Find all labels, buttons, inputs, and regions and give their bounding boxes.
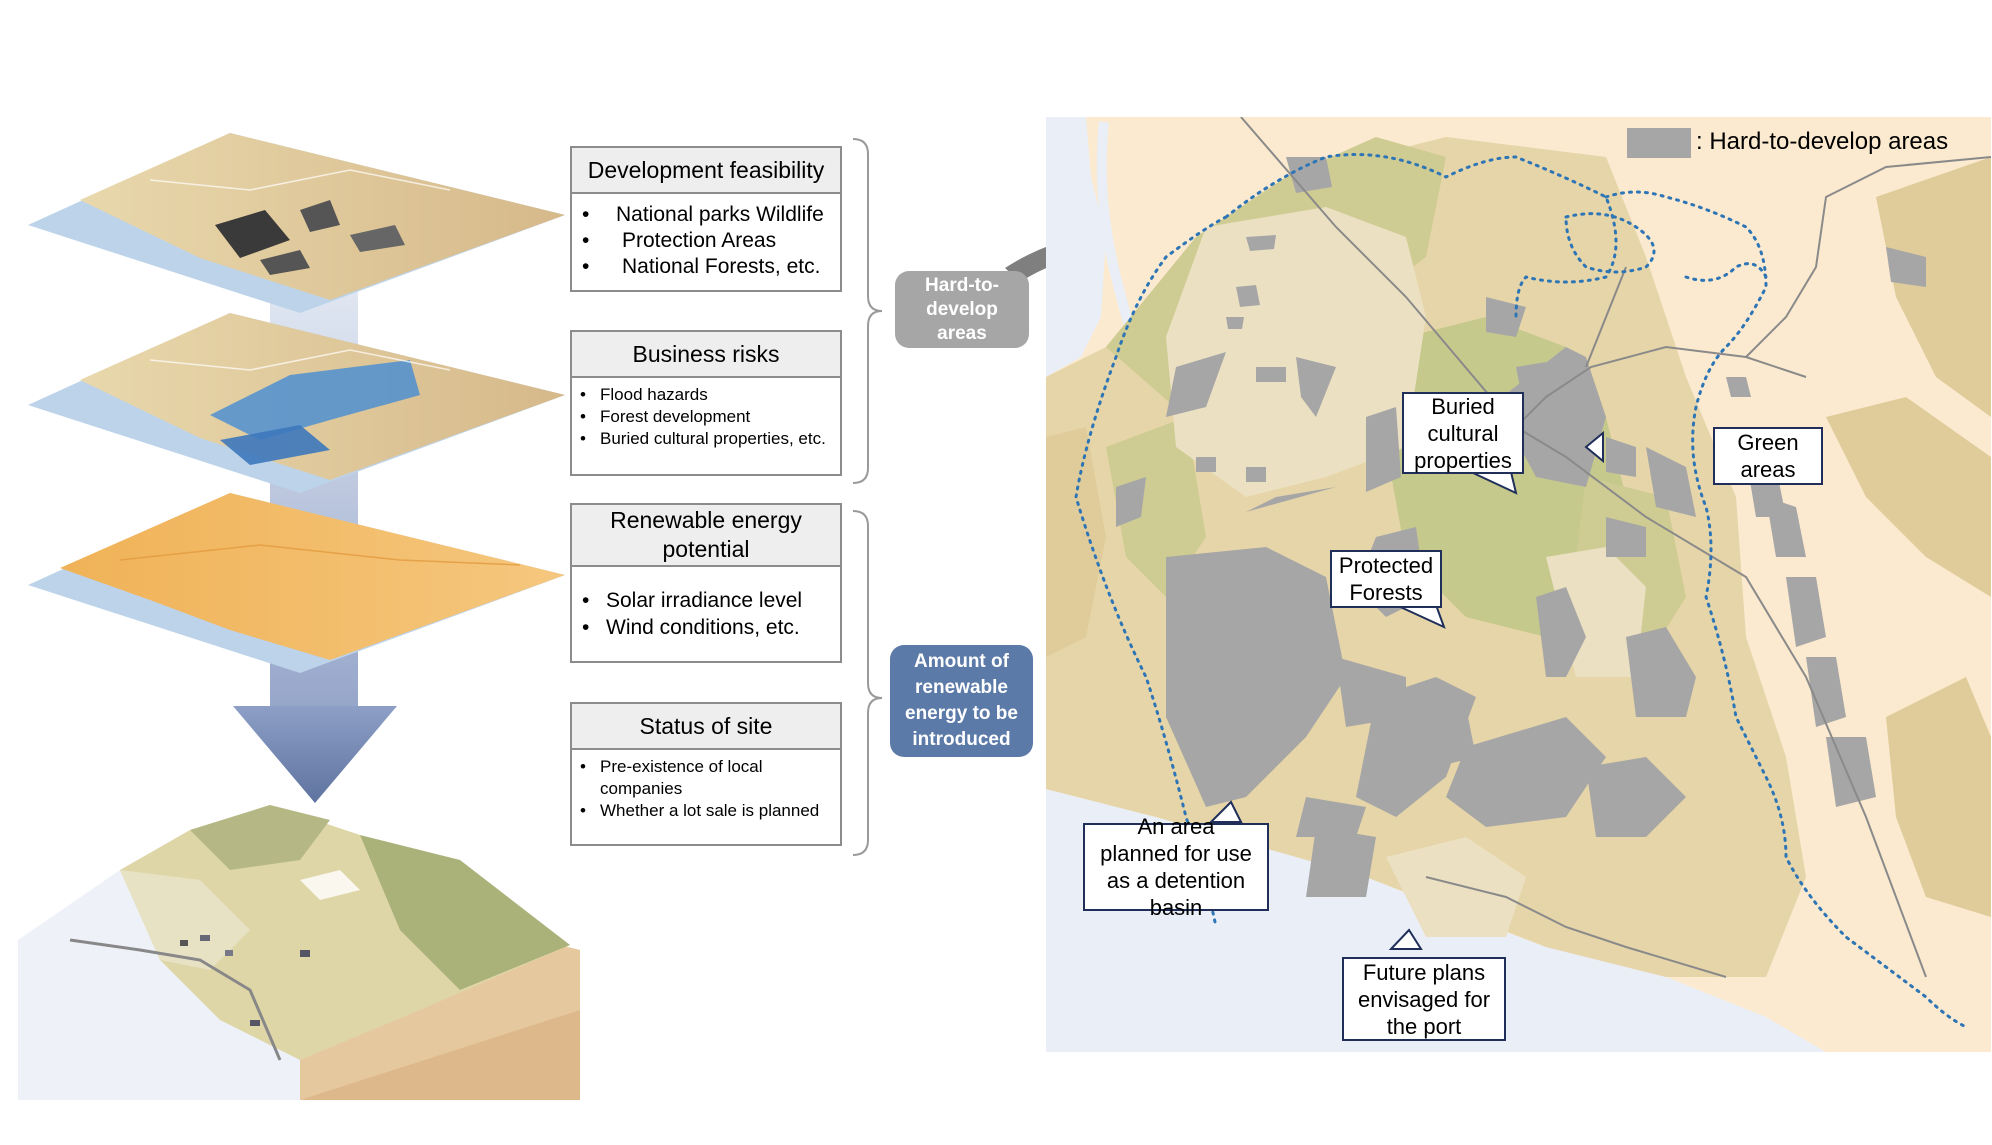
panel-development-feasibility: Development feasibility National parks W… [570, 146, 842, 292]
list-item: Pre-existence of local companies [580, 756, 830, 800]
panel-title: Development feasibility [572, 148, 840, 194]
list-item: National parks Wildlife [582, 202, 830, 228]
list-item: National Forests, etc. [582, 254, 830, 280]
map-layer-development [28, 133, 565, 313]
flow-arrow-head [233, 706, 397, 803]
panel-renewable-potential: Renewable energy potential Solar irradia… [570, 503, 842, 663]
panel-items: National parks Wildlife Protection Areas… [572, 194, 840, 280]
panel-items: Solar irradiance level Wind conditions, … [572, 567, 840, 641]
panel-title: Status of site [572, 704, 840, 750]
project-boundary [1074, 153, 1968, 1029]
map-layer-potential [28, 493, 565, 673]
pill-renewable-amount: Amount of renewable energy to be introdu… [890, 645, 1033, 757]
legend-label: : Hard-to-develop areas [1696, 128, 1949, 155]
terrain-plateau [1166, 207, 1426, 497]
list-item: Forest development [580, 406, 830, 428]
panel-status-of-site: Status of site Pre-existence of local co… [570, 702, 842, 846]
panel-title: Renewable energy potential [572, 505, 840, 567]
layer-stack-illustration [18, 133, 580, 1100]
callout-green-areas: Green areas [1713, 427, 1823, 485]
list-item: Buried cultural properties, etc. [580, 428, 830, 450]
panel-items: Pre-existence of local companies Whether… [572, 750, 840, 822]
list-item: Whether a lot sale is planned [580, 800, 830, 822]
pill-hard-to-develop: Hard-to-develop areas [895, 271, 1029, 348]
list-item: Flood hazards [580, 384, 830, 406]
map-layer-risks [28, 313, 565, 493]
panel-title: Business risks [572, 332, 840, 378]
callout-buried-cultural-properties: Buried cultural properties [1402, 392, 1524, 474]
callout-protected-forests: Protected Forests [1330, 550, 1442, 608]
list-item: Solar irradiance level [582, 587, 830, 614]
panel-business-risks: Business risks Flood hazards Forest deve… [570, 330, 842, 476]
panel-items: Flood hazards Forest development Buried … [572, 378, 840, 450]
legend-swatch [1627, 128, 1691, 158]
list-item: Protection Areas [582, 228, 830, 254]
list-item: Wind conditions, etc. [582, 614, 830, 641]
callout-port-plans: Future plans envisaged for the port [1342, 957, 1506, 1041]
bracket-lower [852, 510, 883, 856]
roads [1240, 117, 1991, 978]
callout-detention-basin: An area planned for use as a detention b… [1083, 814, 1269, 920]
bracket-upper [852, 138, 883, 484]
terrain-block [18, 805, 580, 1100]
river [1046, 117, 1106, 377]
terrain-dark-tan [1876, 157, 1991, 417]
